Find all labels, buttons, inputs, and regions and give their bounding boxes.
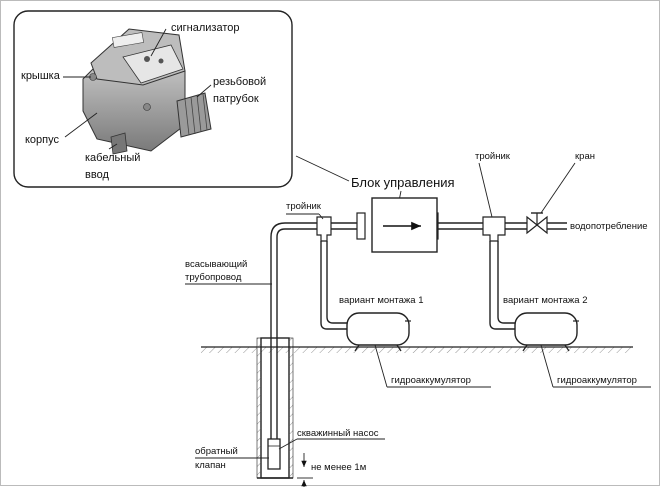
pressure-switch-illustration [82,28,212,155]
label-body: корпус [25,134,60,146]
label-cable-2: ввод [85,169,109,181]
label-lid: крышка [21,70,61,82]
label-suction-2: трубопровод [185,272,242,283]
branch-pipe-2 [489,241,515,330]
label-thread-2: патрубок [213,93,259,105]
tee-left [316,216,332,242]
well-casing [256,337,294,479]
label-accum-2: гидроаккумулятор [557,375,637,386]
label-check-2: клапан [195,460,226,471]
branch-pipe-1 [320,241,347,330]
label-thread-1: резьбовой [213,76,266,88]
suction-pipe [270,222,317,441]
label-min-distance: не менее 1м [311,462,366,473]
device-inset: сигнализатор крышка резьбовой патрубок к… [13,10,293,188]
label-check-1: обратный [195,446,238,457]
tee-right [482,216,506,242]
label-tee-left: тройник [286,201,322,212]
label-tee-right: тройник [475,151,511,162]
label-water-use: водопотребление [570,221,648,232]
well-pump [267,438,281,470]
main-pipeline [331,222,567,230]
accumulator-2 [514,312,579,352]
accumulator-1 [346,312,411,352]
control-unit-box [356,197,439,253]
valve [526,212,548,235]
label-suction-1: всасывающий [185,259,247,270]
label-mount-2: вариант монтажа 2 [503,295,587,306]
label-cable-1: кабельный [85,152,140,164]
label-accum-1: гидроаккумулятор [391,375,471,386]
label-control-unit: Блок управления [351,175,455,190]
label-valve: кран [575,151,595,162]
label-mount-1: вариант монтажа 1 [339,295,423,306]
label-signal: сигнализатор [171,22,239,34]
label-pump: скважинный насос [297,428,379,439]
inset-callout-line [295,155,350,182]
ground [201,346,633,353]
